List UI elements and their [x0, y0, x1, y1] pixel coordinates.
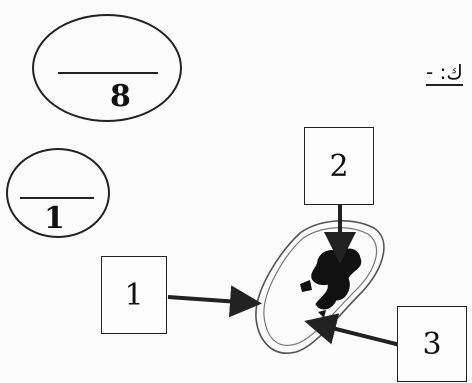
label-box-2: 2 — [304, 127, 374, 205]
score-oval-small: 1 — [6, 148, 110, 238]
question-header-snippet: - :ك — [426, 60, 463, 86]
arrow-1-to-cell-wall — [167, 285, 262, 318]
score-divider-line — [58, 72, 158, 74]
score-oval-large: 8 — [32, 14, 182, 122]
score-divider-line — [20, 197, 94, 199]
label-box-3: 3 — [397, 306, 467, 382]
nucleoid-fragment — [300, 280, 312, 292]
label-box-1: 1 — [101, 256, 167, 334]
arrow-3-to-membrane — [304, 313, 401, 347]
cell-membrane-outline — [263, 227, 378, 346]
score-value-small: 1 — [44, 201, 65, 236]
nucleoid-fragment — [318, 310, 326, 318]
score-value-large: 8 — [110, 79, 131, 114]
cell-wall-outline — [255, 220, 385, 354]
